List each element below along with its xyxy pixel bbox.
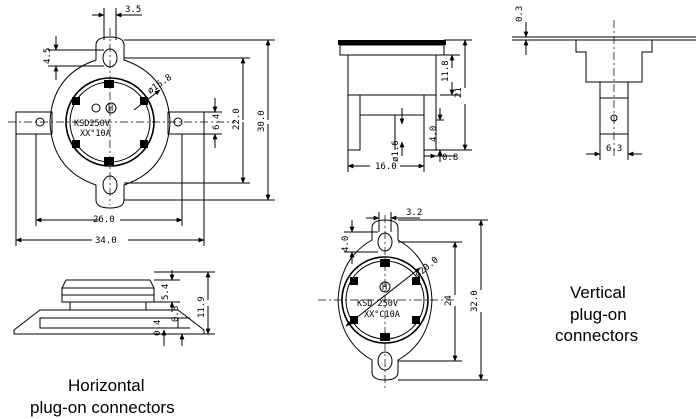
dim-body-height: 22.0 [232,108,242,130]
caption-vertical-3: connectors [555,326,638,345]
side-dim-b: 0.4 [153,320,163,336]
dim-tab-width: 3.5 [125,5,141,15]
diameter-label: ø15.8 [146,73,174,97]
caption-horizontal-1: Horizontal [68,376,145,395]
vt-dim-tab-width: 3.2 [406,208,422,218]
vt-h-mark: H [382,283,387,293]
dim-hole-spacing: 26.0 [93,215,115,225]
dim-total-height: 30.0 [257,110,267,132]
vs-dim-flange: 0.3 [515,6,525,22]
vf-dim-width: 16.0 [375,162,397,172]
vertical-side-view: 0.3 6.3 [512,6,696,160]
vt-dim-hole-offset: 4.0 [341,236,351,252]
vt-dim-body-height: 24 [444,295,454,306]
vertical-marking-line1: KSD 250V [357,299,398,309]
vf-dim-thickness: 0.8 [442,153,458,163]
dim-total-width: 34.0 [95,236,117,246]
vf-dim-pin-dia: ø1.6 [391,140,401,162]
vt-dim-total-height: 32.0 [470,290,480,312]
side-dim-a: 5.4 [161,284,171,300]
side-dim-d: 11.9 [197,296,207,318]
vertical-marking-line2: XX°C10A [364,310,400,320]
vertical-top-view: H KSD 250V XX°C10A ø20.0 3.2 4.0 24 32.0 [318,208,488,388]
vs-dim-tab: 6.3 [606,144,622,154]
horizontal-marking-line1: KSD250V [74,119,110,129]
horizontal-side-view: 5.4 0.4 0.8 11.9 [13,270,215,346]
side-dim-c: 0.8 [171,306,181,322]
vf-dim-height: 11.8 [441,60,451,82]
dim-hole-offset: 4.5 [43,48,53,64]
h-mark: H [108,104,113,114]
caption-vertical-2: plug-on [570,305,627,324]
vertical-front-view: 11.8 21 4.0 ø1.6 16.0 0.8 [338,39,472,172]
horizontal-marking-line2: XX°10A [80,129,111,139]
caption-horizontal-2: plug-on connectors [30,398,175,417]
horizontal-top-view: H KSD250V XX°10A ø15.8 3.5 4.5 6.4 22.0 [8,5,275,246]
dim-tab-height: 6.4 [212,114,222,130]
vf-dim-total: 21 [454,87,464,98]
vt-diameter: ø20.0 [414,255,441,280]
vf-dim-pin: 4.0 [429,126,439,142]
caption-vertical-1: Vertical [570,283,626,302]
